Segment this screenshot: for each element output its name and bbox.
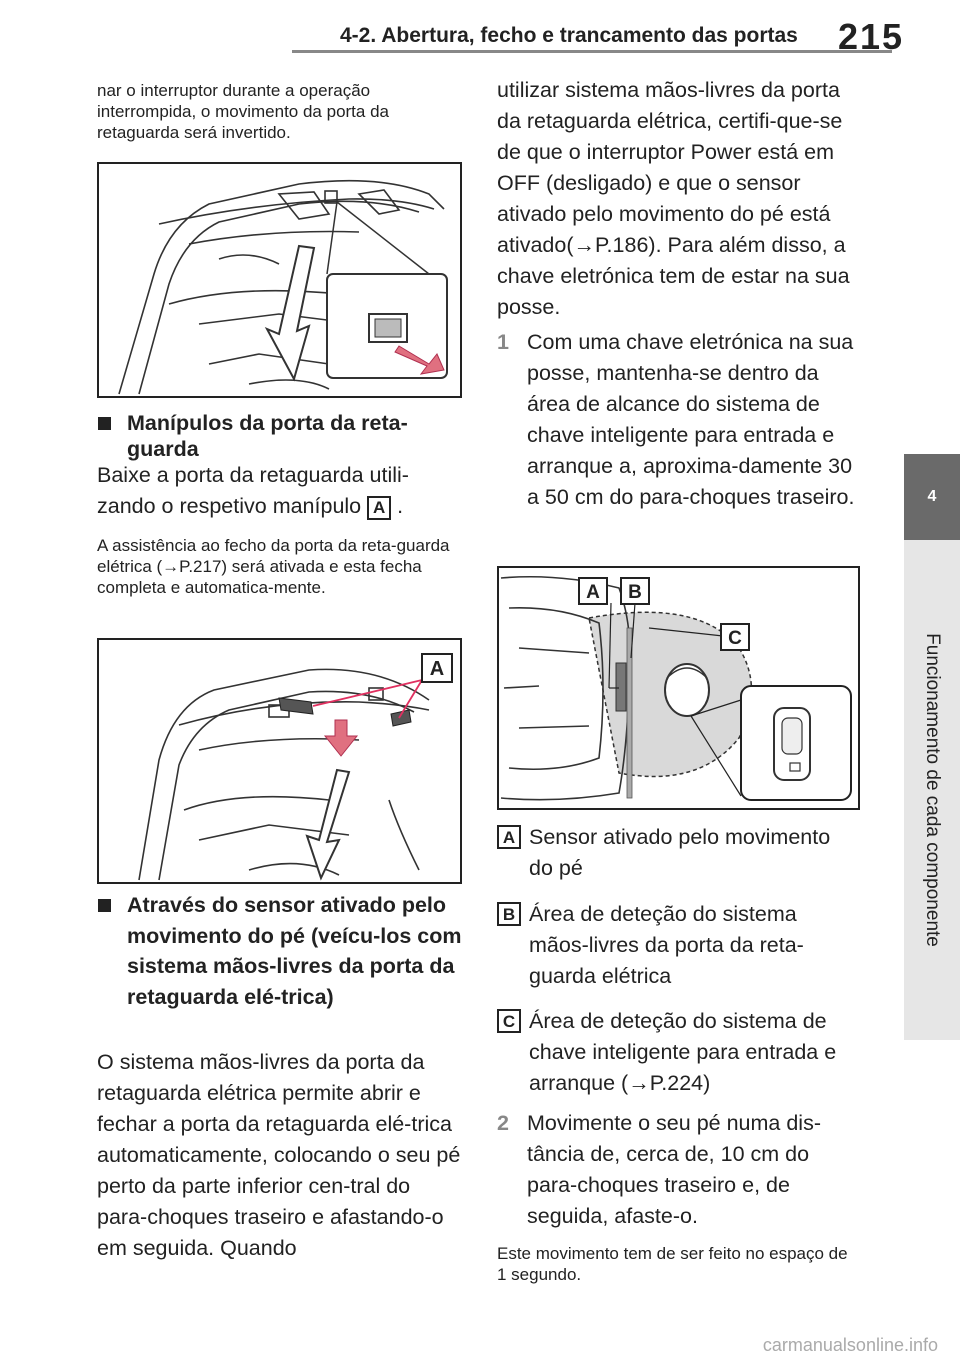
- legend-label-b: B: [497, 902, 521, 926]
- watermark-text: carmanualsonline.info: [762, 1334, 938, 1355]
- figure-tailgate-switch: [97, 162, 462, 398]
- paragraph-tailgate-handles-end: .: [397, 494, 404, 518]
- figure-label-b: B: [628, 582, 642, 603]
- note-closing-assist: A assistência ao fecho da porta da reta-…: [97, 536, 450, 597]
- figure-label-c: C: [728, 628, 742, 649]
- figure-label-a: A: [430, 658, 444, 680]
- step-2-text: Movimente o seu pé numa dis-tância de, c…: [527, 1111, 821, 1228]
- note-timing: Este movimento tem de ser feito no espaç…: [497, 1244, 848, 1284]
- legend-c: C Área de deteção do sistema de chave in…: [497, 1006, 857, 1099]
- heading-tailgate-handles: Manípulos da porta da reta-guarda: [97, 410, 467, 462]
- figure-detection-areas: A B C: [497, 566, 860, 810]
- paragraph-tailgate-handles: Baixe a porta da retaguarda utili-zando …: [97, 460, 462, 522]
- heading-foot-sensor: Através do sensor ativado pelo movimento…: [97, 890, 467, 1012]
- legend-label-a: A: [497, 825, 521, 849]
- step-2-number: 2: [497, 1111, 509, 1135]
- heading-foot-sensor-text: Através do sensor ativado pelo movimento…: [127, 893, 462, 1009]
- header-rule: [292, 50, 892, 53]
- section-title: 4-2. Abertura, fecho e trancamento das p…: [340, 24, 798, 47]
- figure-label-a: A: [586, 582, 600, 603]
- legend-a: A Sensor ativado pelo movimento do pé: [497, 822, 857, 884]
- paragraph-tailgate-handles-text: Baixe a porta da retaguarda utili-zando …: [97, 463, 409, 518]
- section-bullet-icon: [98, 417, 111, 430]
- chapter-tab-number: 4: [904, 454, 960, 540]
- paragraph-hands-free: O sistema mãos-livres da porta da retagu…: [97, 1050, 461, 1260]
- step-1-text: Com uma chave eletrónica na sua posse, m…: [527, 330, 855, 509]
- intro-text: nar o interruptor durante a operação int…: [97, 81, 389, 142]
- tailgate-handles-illustration: A: [138, 653, 453, 881]
- legend-c-text: Área de deteção do sistema de chave inte…: [529, 1009, 837, 1095]
- tailgate-switch-illustration: [118, 179, 448, 395]
- figure-tailgate-handles: A: [97, 638, 462, 884]
- chapter-tab: [904, 540, 960, 1040]
- step-1-number: 1: [497, 330, 509, 354]
- watermark-footer: carmanualsonline.info: [0, 1330, 960, 1360]
- legend-label-c: C: [497, 1009, 521, 1033]
- step-1: 1 Com uma chave eletrónica na sua posse,…: [497, 327, 857, 513]
- section-bullet-icon: [98, 899, 111, 912]
- label-a-inline: A: [367, 495, 392, 520]
- detection-areas-illustration: A B C: [500, 575, 852, 801]
- step-2: 2 Movimente o seu pé numa dis-tância de,…: [497, 1108, 857, 1232]
- paragraph-hands-free-cont: utilizar sistema mãos-livres da porta da…: [497, 78, 850, 319]
- legend-a-text: Sensor ativado pelo movimento do pé: [529, 825, 831, 880]
- legend-b: B Área de deteção do sistema mãos-livres…: [497, 899, 857, 992]
- heading-tailgate-handles-text: Manípulos da porta da reta-guarda: [127, 411, 408, 461]
- chapter-tab-title: Funcionamento de cada componente: [922, 633, 943, 947]
- legend-b-text: Área de deteção do sistema mãos-livres d…: [529, 902, 804, 988]
